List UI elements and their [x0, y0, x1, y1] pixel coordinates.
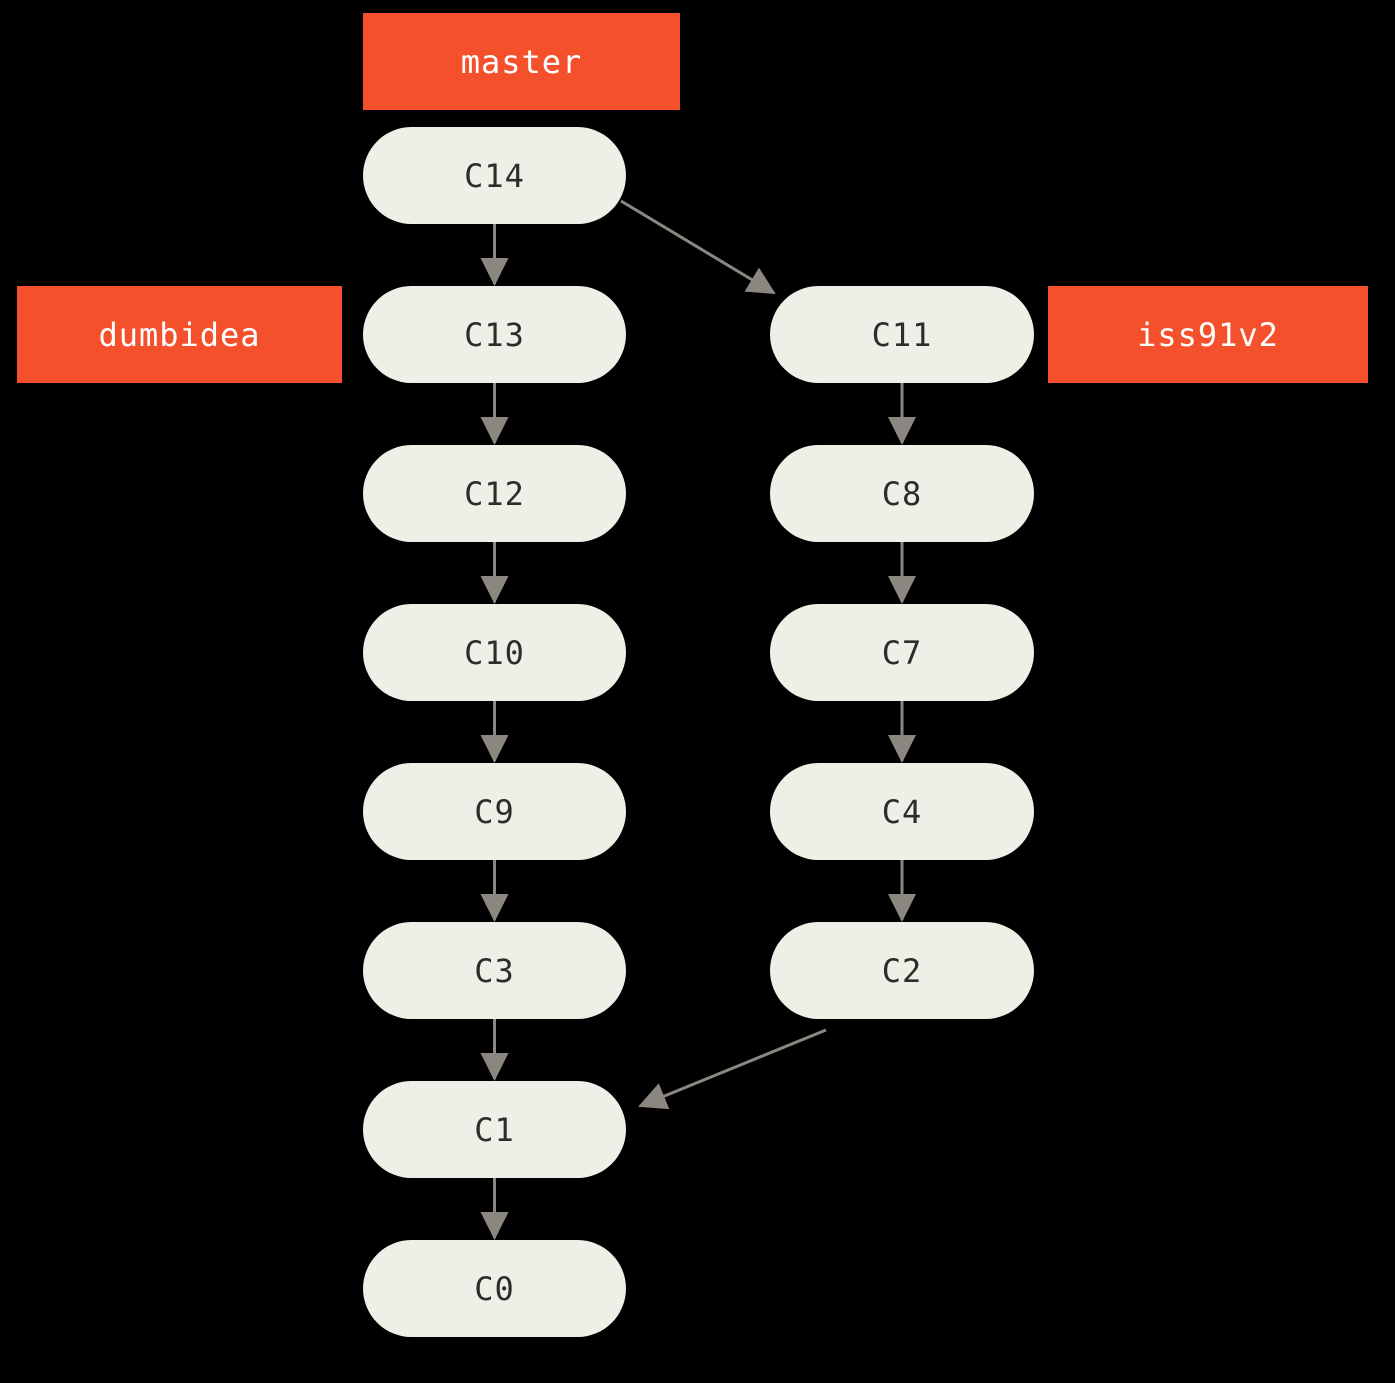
commit-node-c0: C0	[363, 1240, 626, 1337]
commit-node-c8: C8	[770, 445, 1034, 542]
branch-label-dumbidea: dumbidea	[17, 286, 342, 383]
commit-node-c12: C12	[363, 445, 626, 542]
commit-node-c4: C4	[770, 763, 1034, 860]
commit-node-c3: C3	[363, 922, 626, 1019]
commit-node-c10: C10	[363, 604, 626, 701]
commit-node-c13: C13	[363, 286, 626, 383]
edge-c14-c11	[620, 199, 776, 295]
commit-node-c14: C14	[363, 127, 626, 224]
branch-label-master: master	[363, 13, 680, 110]
commit-node-c2: C2	[770, 922, 1034, 1019]
branch-label-iss91v2: iss91v2	[1048, 286, 1368, 383]
commit-node-c7: C7	[770, 604, 1034, 701]
edge-c2-c1	[638, 1028, 827, 1110]
commit-node-c9: C9	[363, 763, 626, 860]
commit-node-c1: C1	[363, 1081, 626, 1178]
commit-node-c11: C11	[770, 286, 1034, 383]
